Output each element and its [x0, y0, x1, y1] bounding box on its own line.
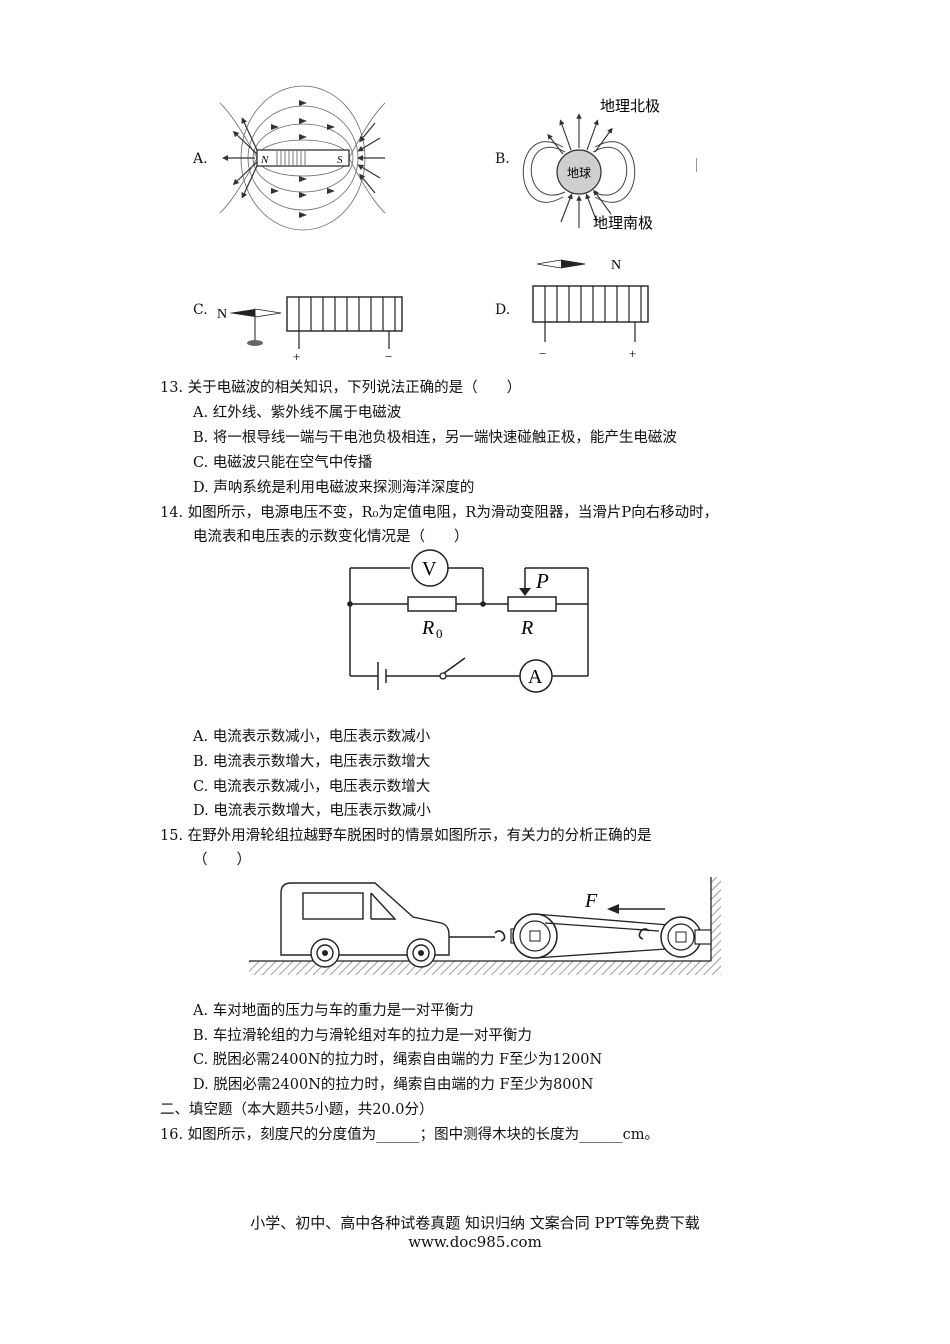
- q14-option-c: C. 电流表示数减小，电压表示数增大: [193, 779, 431, 795]
- plus-label-c: +: [293, 349, 300, 364]
- option-c-label: C.: [193, 302, 208, 318]
- slider-p-label: P: [535, 569, 549, 593]
- figure-pulley-car: F: [249, 877, 721, 975]
- q13-option-a: A. 红外线、紫外线不属于电磁波: [193, 405, 402, 421]
- q13-option-c: C. 电磁波只能在空气中传播: [193, 455, 373, 471]
- figure-bar-magnet: N S: [219, 85, 386, 231]
- q16-stem: 16. 如图所示，刻度尺的分度值为______；图中测得木块的长度为______…: [160, 1127, 660, 1143]
- plus-label-d: +: [629, 346, 636, 361]
- voltmeter-label: V: [422, 558, 437, 580]
- ammeter-label: A: [528, 666, 543, 688]
- r0-label: R: [421, 617, 434, 639]
- footer-url[interactable]: www.doc985.com: [408, 1233, 542, 1251]
- q15-option-a: A. 车对地面的压力与车的重力是一对平衡力: [193, 1003, 474, 1019]
- compass-n-label-d: N: [611, 258, 621, 273]
- r-label: R: [520, 617, 533, 639]
- q14-option-a: A. 电流表示数减小，电压表示数减小: [193, 729, 431, 745]
- force-f-label: F: [584, 890, 598, 912]
- stray-mark: [696, 158, 697, 172]
- geographic-south-label: 地理南极: [593, 215, 653, 232]
- magnet-s-label: S: [337, 154, 343, 166]
- figure-solenoid-d: N − +: [532, 258, 649, 361]
- q13-option-d: D. 声呐系统是利用电磁波来探测海洋深度的: [193, 480, 475, 496]
- q15-option-b: B. 车拉滑轮组的力与滑轮组对车的拉力是一对平衡力: [193, 1028, 532, 1044]
- q14-stem-line2: 电流表和电压表的示数变化情况是（ ）: [193, 529, 469, 545]
- q14-stem-line1: 14. 如图所示，电源电压不变，R₀为定值电阻，R为滑动变阻器，当滑片P向右移动…: [160, 505, 719, 521]
- q13-stem: 13. 关于电磁波的相关知识，下列说法正确的是（ ）: [160, 380, 522, 396]
- q14-option-d: D. 电流表示数增大，电压表示数减小: [193, 803, 431, 819]
- option-b-label: B.: [495, 151, 510, 167]
- minus-label-d: −: [539, 346, 546, 361]
- q14-option-b: B. 电流表示数增大，电压表示数增大: [193, 754, 431, 770]
- geographic-north-label: 地理北极: [600, 98, 660, 115]
- option-a-label: A.: [193, 151, 208, 167]
- compass-n-label: N: [217, 307, 227, 322]
- r0-subscript: 0: [436, 626, 443, 641]
- earth-label: 地球: [567, 166, 591, 180]
- option-d-label: D.: [495, 302, 511, 318]
- q15-option-d: D. 脱困必需2400N的拉力时，绳索自由端的力 F至少为800N: [193, 1077, 594, 1093]
- q13-option-b: B. 将一根导线一端与干电池负极相连，另一端快速碰触正极，能产生电磁波: [193, 430, 677, 446]
- footer-line1: 小学、初中、高中各种试卷真题 知识归纳 文案合同 PPT等免费下载: [250, 1214, 700, 1232]
- minus-label-c: −: [385, 349, 392, 364]
- q15-stem-line1: 15. 在野外用滑轮组拉越野车脱困时的情景如图所示，有关力的分析正确的是: [160, 828, 652, 844]
- q15-option-c: C. 脱困必需2400N的拉力时，绳索自由端的力 F至少为1200N: [193, 1052, 603, 1068]
- magnet-n-label: N: [260, 154, 269, 166]
- figure-solenoid-c: N + −: [217, 296, 403, 364]
- section-heading: 二、填空题（本大题共5小题，共20.0分）: [160, 1102, 434, 1118]
- figure-earth-field: 地球 地理北极 地理南极: [522, 98, 660, 232]
- q15-stem-line2: （ ）: [193, 852, 251, 868]
- figure-circuit: V A P R 0 R: [347, 549, 589, 693]
